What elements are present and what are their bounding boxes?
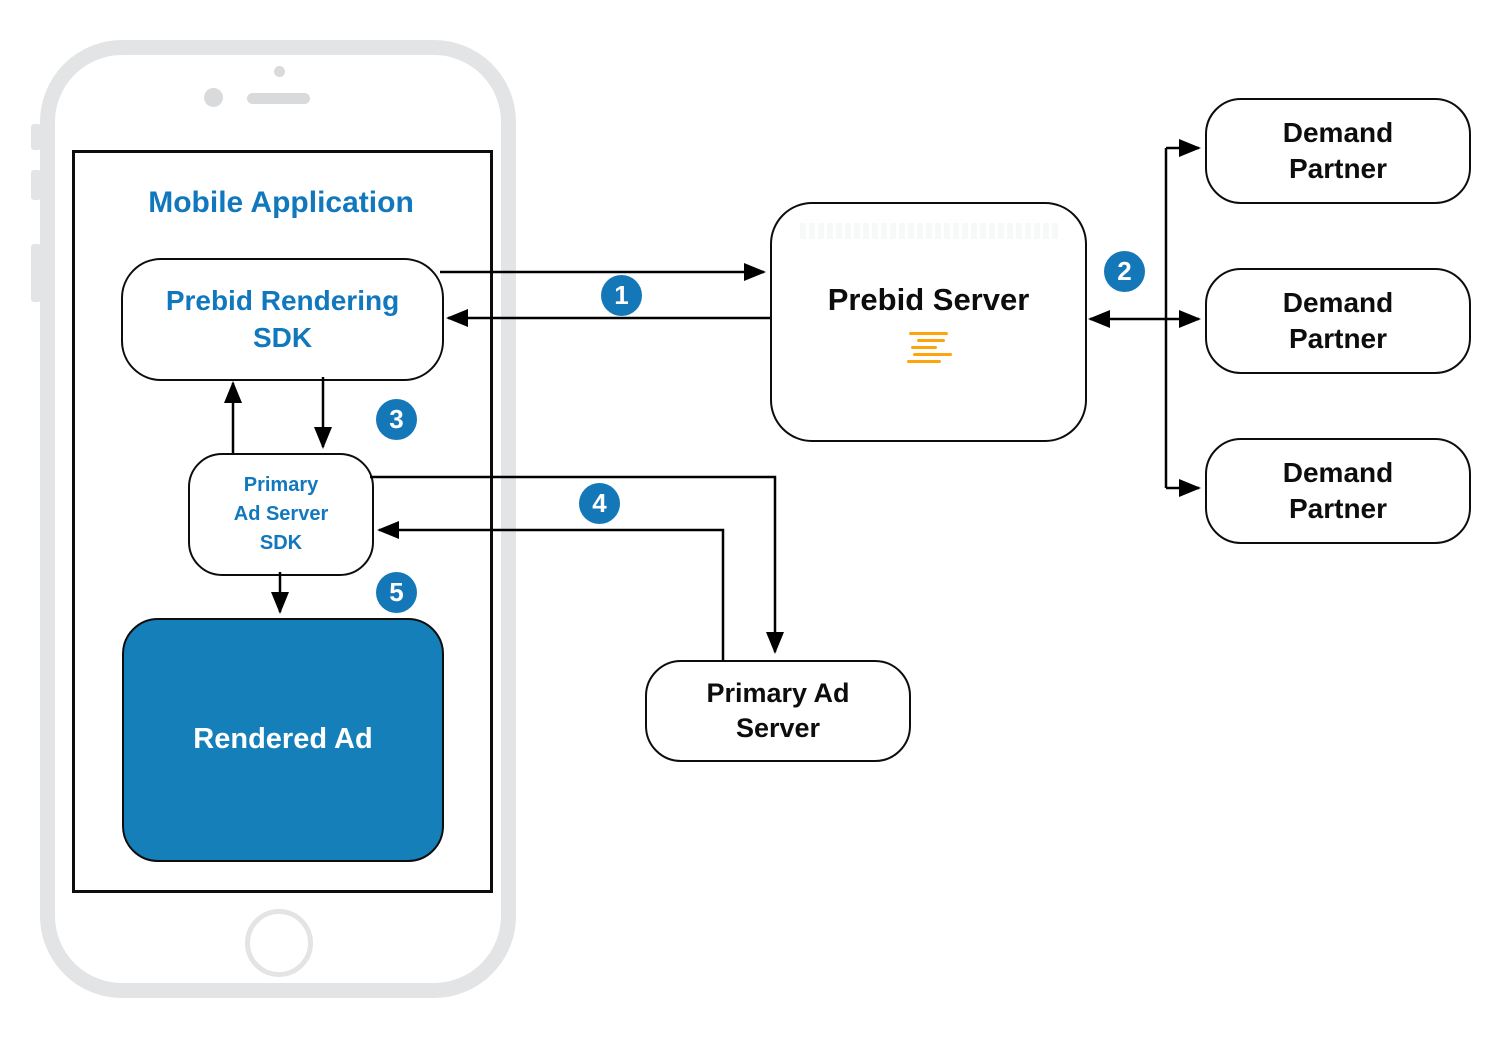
- phone-mute-switch: [31, 124, 41, 150]
- step-badge-1: 1: [601, 275, 642, 316]
- phone-volume-up-button: [31, 170, 41, 200]
- prebid-server-node: Prebid Server: [770, 202, 1087, 442]
- prebid-rendering-sdk-node: Prebid Rendering SDK: [121, 258, 444, 381]
- rendered-ad-node: Rendered Ad: [122, 618, 444, 862]
- primary-ad-server-label: Primary Ad Server: [706, 677, 850, 743]
- speaker-icon: [247, 93, 310, 104]
- primary-ad-server-sdk-label: Primary Ad Server SDK: [233, 474, 329, 554]
- step-badge-4: 4: [579, 483, 620, 524]
- prebid-rendering-sdk-label: Prebid Rendering SDK: [165, 285, 400, 353]
- demand-partner-node-3: Demand Partner: [1205, 438, 1471, 544]
- step-badge-2: 2: [1104, 251, 1145, 292]
- home-button: [245, 909, 313, 977]
- demand-partner-label: Demand Partner: [1282, 286, 1394, 354]
- phone-volume-down-button: [31, 244, 41, 302]
- step-badge-3: 3: [376, 399, 417, 440]
- prebid-server-label: Prebid Server: [827, 282, 1030, 318]
- watermark-strip: [799, 223, 1058, 239]
- rendered-ad-label: Rendered Ad: [193, 723, 373, 756]
- demand-partner-node-2: Demand Partner: [1205, 268, 1471, 374]
- primary-ad-server-node: Primary Ad Server: [645, 660, 911, 762]
- mobile-application-title: Mobile Application: [148, 186, 414, 219]
- front-camera-icon: [204, 88, 223, 107]
- demand-partner-node-1: Demand Partner: [1205, 98, 1471, 204]
- demand-partner-label: Demand Partner: [1282, 456, 1394, 524]
- step-badge-5: 5: [376, 572, 417, 613]
- prebid-lines-logo-icon: [905, 331, 953, 364]
- demand-partner-label: Demand Partner: [1282, 116, 1394, 184]
- primary-ad-server-sdk-node: Primary Ad Server SDK: [188, 453, 374, 576]
- camera-dot-icon: [274, 66, 285, 77]
